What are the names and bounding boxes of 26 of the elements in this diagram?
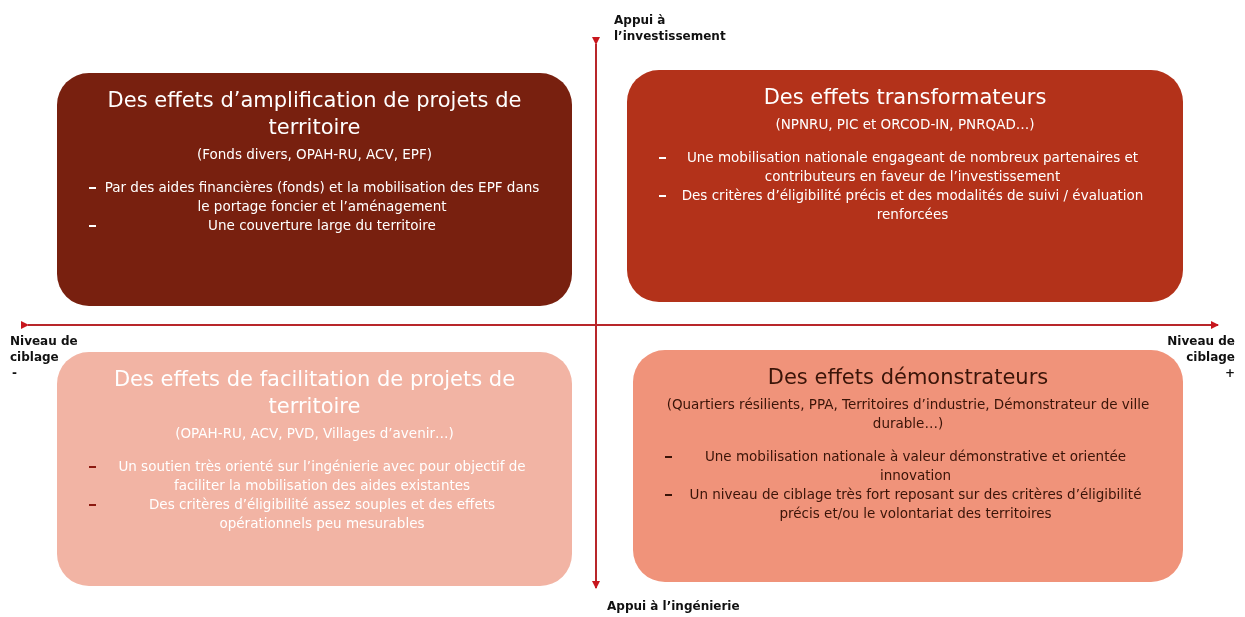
- quadrant-card: [627, 70, 1183, 302]
- bullet-text: Un niveau de ciblage très fort reposant sur des critères d’éligibilité précis et/ou le volontariat des territoires: [688, 485, 1143, 523]
- card-subtitle: (Quartiers résilients, PPA, Territoires d’industrie, Démonstrateur de ville durable…): [665, 395, 1151, 433]
- bullet-text: Une couverture large du territoire: [207, 216, 437, 235]
- quadrant-card: [57, 352, 572, 586]
- card-subtitle: (NPNRU, PIC et ORCOD-IN, PNRQAD…): [774, 115, 1036, 134]
- bullet-text: Un soutien très orienté sur l’ingénierie avec pour objectif de faciliter la mobilisation des aides existantes: [117, 457, 527, 495]
- card-heading: Des effets de facilitation de projets de territoire: [112, 366, 517, 420]
- bullet-text: Des critères d’éligibilité précis et des modalités de suivi / évaluation renforcées: [680, 186, 1145, 224]
- axis-sign: +: [1223, 365, 1235, 381]
- bullet-text: Par des aides financières (fonds) et la mobilisation des EPF dans le portage foncier et l’aménagement: [104, 178, 540, 216]
- quadrant-card: [57, 73, 572, 306]
- card-subtitle: (Fonds divers, OPAH-RU, ACV, EPF): [196, 145, 433, 164]
- bullet-text: Une mobilisation nationale à valeur démonstrative et orientée innovation: [703, 447, 1128, 485]
- bullet-text: Des critères d’éligibilité assez souples et des effets opérationnels peu mesurables: [147, 495, 497, 533]
- axis-label: Niveau de ciblage: [10, 333, 79, 365]
- card-heading: Des effets transformateurs: [762, 84, 1048, 111]
- card-subtitle: (OPAH-RU, ACV, PVD, Villages d’avenir…): [174, 424, 455, 443]
- card-heading: Des effets démonstrateurs: [766, 364, 1050, 391]
- axis-label: Appui à l’ingénierie: [607, 598, 741, 614]
- axis-label: Niveau de ciblage: [1166, 333, 1235, 365]
- axis-label: Appui à l’investissement: [614, 12, 727, 44]
- quadrant-card: [633, 350, 1183, 582]
- bullet-text: Une mobilisation nationale engageant de nombreux partenaires et contributeurs en faveur de l’investissement: [685, 148, 1140, 186]
- axis-sign: -: [12, 365, 18, 381]
- card-heading: Des effets d’amplification de projets de territoire: [106, 87, 523, 141]
